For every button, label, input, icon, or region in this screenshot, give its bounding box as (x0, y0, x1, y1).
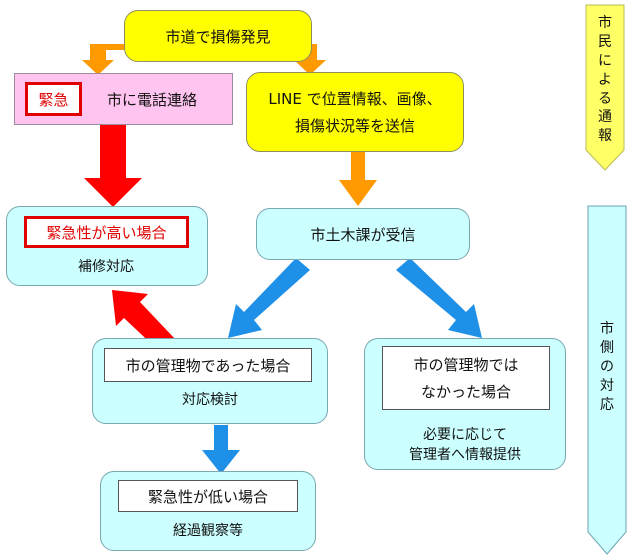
arrow-consider-to-low (202, 425, 240, 474)
citizen-report-label: 市民による通報 (598, 15, 612, 145)
discovery-text: 市道で損傷発見 (165, 27, 271, 46)
provide-text-1: 必要に応じて (423, 427, 507, 443)
not-city-label: 市の管理物では なかった場合 (382, 346, 550, 410)
arrow-discovery-to-line (294, 44, 326, 75)
city-response-label: 市側の対応 (600, 321, 614, 413)
not-city-text-2: なかった場合 (420, 383, 511, 401)
received-text: 市土木課が受信 (310, 225, 416, 244)
citizen-report-banner-shape (585, 4, 625, 171)
arrow-discovery-to-phone (82, 44, 124, 75)
emergency-badge: 緊急 (25, 82, 82, 116)
received-box: 市土木課が受信 (256, 208, 470, 260)
discovery-box: 市道で損傷発見 (124, 10, 312, 62)
consider-text: 対応検討 (182, 392, 238, 408)
high-urgency-label: 緊急性が高い場合 (24, 216, 189, 248)
city-managed-label: 市の管理物であった場合 (104, 348, 312, 382)
city-response-banner-shape (587, 205, 627, 555)
line-send-box: LINE で位置情報、画像、 損傷状況等を送信 (246, 72, 464, 152)
repair-text: 補修対応 (78, 259, 134, 275)
low-urgency-label: 緊急性が低い場合 (118, 480, 298, 512)
arrow-phone-to-urgent (84, 124, 142, 207)
provide-text-2: 管理者へ情報提供 (409, 447, 521, 463)
arrow-managed-to-repair (112, 290, 176, 352)
line-send-text-1: LINE で位置情報、画像、 (268, 90, 442, 108)
line-send-text-2: 損傷状況等を送信 (294, 117, 415, 135)
arrow-received-to-notcity (396, 258, 482, 338)
not-city-text-1: 市の管理物では (413, 356, 519, 374)
phone-contact-text: 市に電話連絡 (106, 91, 197, 109)
arrow-received-to-managed (228, 258, 310, 338)
observation-text: 経過観察等 (173, 523, 243, 539)
arrow-line-to-received (339, 152, 377, 206)
